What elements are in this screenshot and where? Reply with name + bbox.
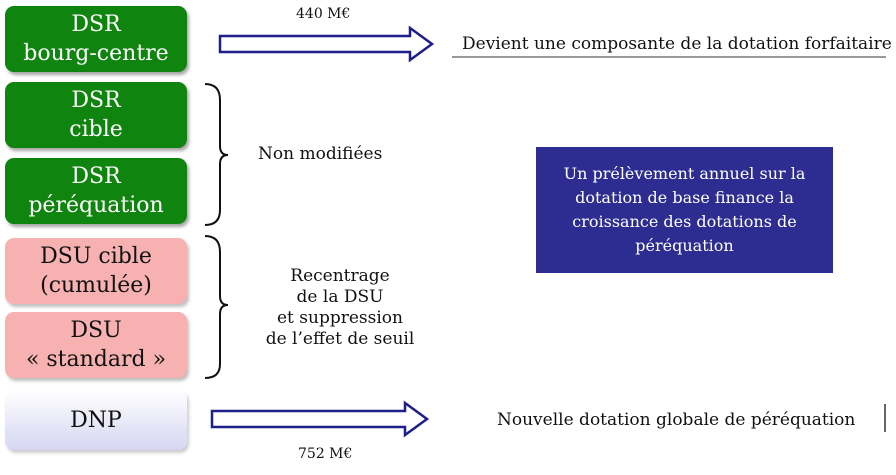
group-second-line: de l’effet de seuil [265, 329, 415, 349]
box-label-line2: péréquation [28, 193, 164, 218]
box-dnp: DNP [5, 390, 187, 450]
arrow-top-label: 440 M€ [296, 6, 351, 22]
group-second-label: Recentrage de la DSU et suppression de l… [262, 266, 418, 350]
group-second-line: et suppression [277, 308, 403, 328]
arrow-top [218, 25, 435, 63]
box-dsr-perequation: DSR péréquation [5, 158, 187, 224]
note-line: péréquation [635, 236, 734, 255]
group-second-line: de la DSU [296, 287, 384, 307]
box-label-line2: (cumulée) [40, 273, 152, 298]
box-label-line2: cible [69, 117, 123, 142]
note-line: croissance des dotations de [572, 212, 797, 231]
box-dsu-standard: DSU « standard » [5, 312, 187, 378]
box-label-line1: DNP [70, 407, 122, 433]
box-dsu-cible: DSU cible (cumulée) [5, 238, 187, 304]
note-line: Un prélèvement annuel sur la [563, 164, 806, 183]
brace-first [204, 83, 229, 226]
box-label-line1: DSU [70, 318, 122, 343]
box-label-line1: DSU cible [40, 244, 152, 269]
box-label-line1: DSR [71, 88, 121, 113]
box-dsr-cible: DSR cible [5, 82, 187, 148]
brace-second [204, 235, 229, 379]
box-label-line2: « standard » [25, 347, 167, 372]
result-bottom: Nouvelle dotation globale de péréquation [497, 410, 856, 430]
box-dsr-bourg-centre: DSR bourg-centre [5, 6, 187, 72]
box-label-line2: bourg-centre [23, 41, 169, 66]
note-box: Un prélèvement annuel sur la dotation de… [536, 147, 833, 273]
box-label-line1: DSR [71, 164, 121, 189]
note-line: dotation de base finance la [575, 188, 794, 207]
result-top: Devient une composante de la dotation fo… [462, 34, 892, 54]
box-label-line1: DSR [71, 12, 121, 37]
arrow-bottom [210, 400, 430, 438]
arrow-bottom-label: 752 M€ [298, 446, 353, 462]
group-second-line: Recentrage [290, 266, 390, 286]
group-first-label: Non modifiées [258, 144, 383, 164]
